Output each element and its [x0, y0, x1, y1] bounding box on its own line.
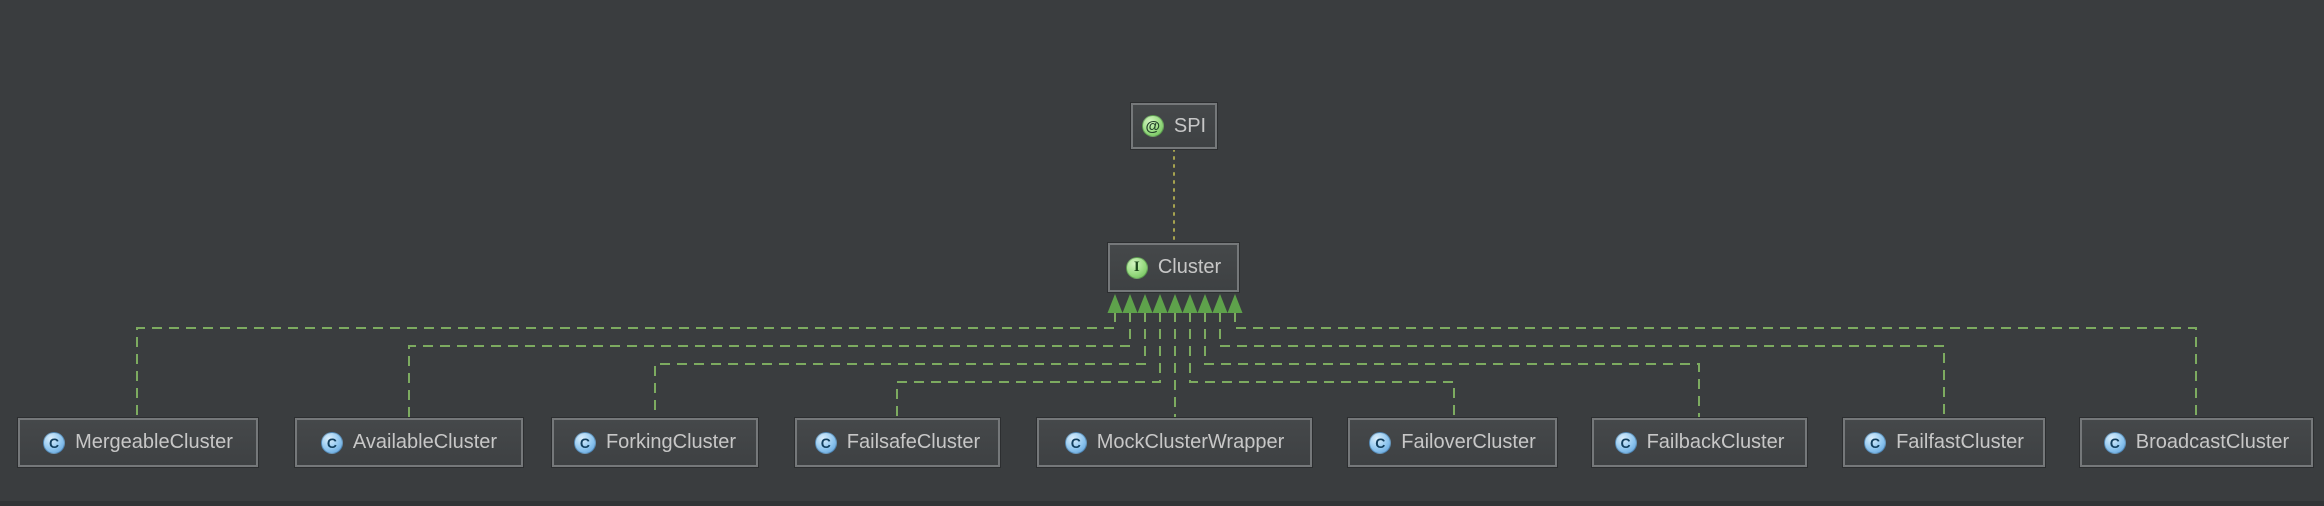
interface-icon: I	[1125, 256, 1148, 279]
edge-failbackcluster-implements-cluster	[1204, 312, 1700, 418]
node-label: MergeableCluster	[75, 431, 233, 453]
class-icon-glyph: C	[820, 434, 831, 451]
node-failbackcluster[interactable]: C FailbackCluster	[1592, 418, 1807, 467]
class-icon: C	[1369, 431, 1392, 454]
class-icon: C	[1064, 431, 1087, 454]
class-icon-glyph: C	[1620, 434, 1631, 451]
implements-arrowhead-icon	[1167, 294, 1183, 313]
node-forkingcluster[interactable]: C ForkingCluster	[552, 418, 758, 467]
node-label: FailoverCluster	[1401, 431, 1536, 453]
node-spi[interactable]: @ SPI	[1131, 103, 1217, 149]
node-broadcastcluster[interactable]: C BroadcastCluster	[2080, 418, 2313, 467]
class-icon: C	[1864, 431, 1887, 454]
node-label: ForkingCluster	[605, 431, 737, 453]
class-icon: C	[2103, 431, 2126, 454]
implements-arrowhead-icon	[1137, 294, 1153, 313]
implements-arrowhead-icon	[1227, 294, 1243, 313]
node-cluster[interactable]: I Cluster	[1108, 243, 1239, 292]
node-label: FailfastCluster	[1896, 431, 2024, 453]
class-icon: C	[1614, 431, 1637, 454]
edge-availablecluster-implements-cluster	[408, 312, 1131, 418]
class-icon: C	[573, 431, 596, 454]
edge-broadcastcluster-implements-cluster	[1234, 312, 2197, 418]
class-icon-glyph: C	[49, 434, 60, 451]
node-label: SPI	[1173, 114, 1207, 137]
edge-failsafecluster-implements-cluster	[896, 312, 1161, 418]
class-icon-glyph: C	[1870, 434, 1881, 451]
edge-failfastcluster-implements-cluster	[1219, 312, 1945, 418]
node-mockclusterwrapper[interactable]: C MockClusterWrapper	[1037, 418, 1312, 467]
class-icon-glyph: C	[1375, 434, 1386, 451]
edge-mergeablecluster-implements-cluster	[136, 312, 1116, 418]
canvas-bottom-edge	[0, 501, 2324, 506]
class-icon-glyph: C	[326, 434, 337, 451]
node-failsafecluster[interactable]: C FailsafeCluster	[795, 418, 1000, 467]
edge-failovercluster-implements-cluster	[1189, 312, 1455, 418]
class-icon-glyph: C	[1070, 434, 1081, 451]
class-icon: C	[814, 431, 837, 454]
class-icon: C	[320, 431, 343, 454]
implements-arrowhead-icon	[1107, 294, 1123, 313]
class-icon-glyph: C	[2109, 434, 2120, 451]
node-label: BroadcastCluster	[2135, 431, 2290, 453]
implements-arrowhead-icon	[1182, 294, 1198, 313]
node-failfastcluster[interactable]: C FailfastCluster	[1843, 418, 2045, 467]
node-mergeablecluster[interactable]: C MergeableCluster	[18, 418, 258, 467]
node-label: FailsafeCluster	[846, 431, 981, 453]
node-label: FailbackCluster	[1646, 431, 1785, 453]
annotation-icon-glyph: @	[1145, 117, 1161, 135]
implements-arrowhead-icon	[1122, 294, 1138, 313]
interface-icon-glyph: I	[1133, 259, 1140, 275]
annotation-icon: @	[1141, 115, 1164, 137]
node-label: Cluster	[1157, 256, 1222, 278]
node-label: AvailableCluster	[352, 431, 498, 453]
node-failovercluster[interactable]: C FailoverCluster	[1348, 418, 1557, 467]
implements-arrowhead-icon	[1212, 294, 1228, 313]
class-icon: C	[43, 431, 66, 454]
node-label: MockClusterWrapper	[1096, 431, 1285, 453]
edge-forkingcluster-implements-cluster	[654, 312, 1146, 418]
class-icon-glyph: C	[579, 434, 591, 451]
implements-arrowhead-icon	[1152, 294, 1168, 313]
implements-arrowhead-icon	[1197, 294, 1213, 313]
node-availablecluster[interactable]: C AvailableCluster	[295, 418, 523, 467]
